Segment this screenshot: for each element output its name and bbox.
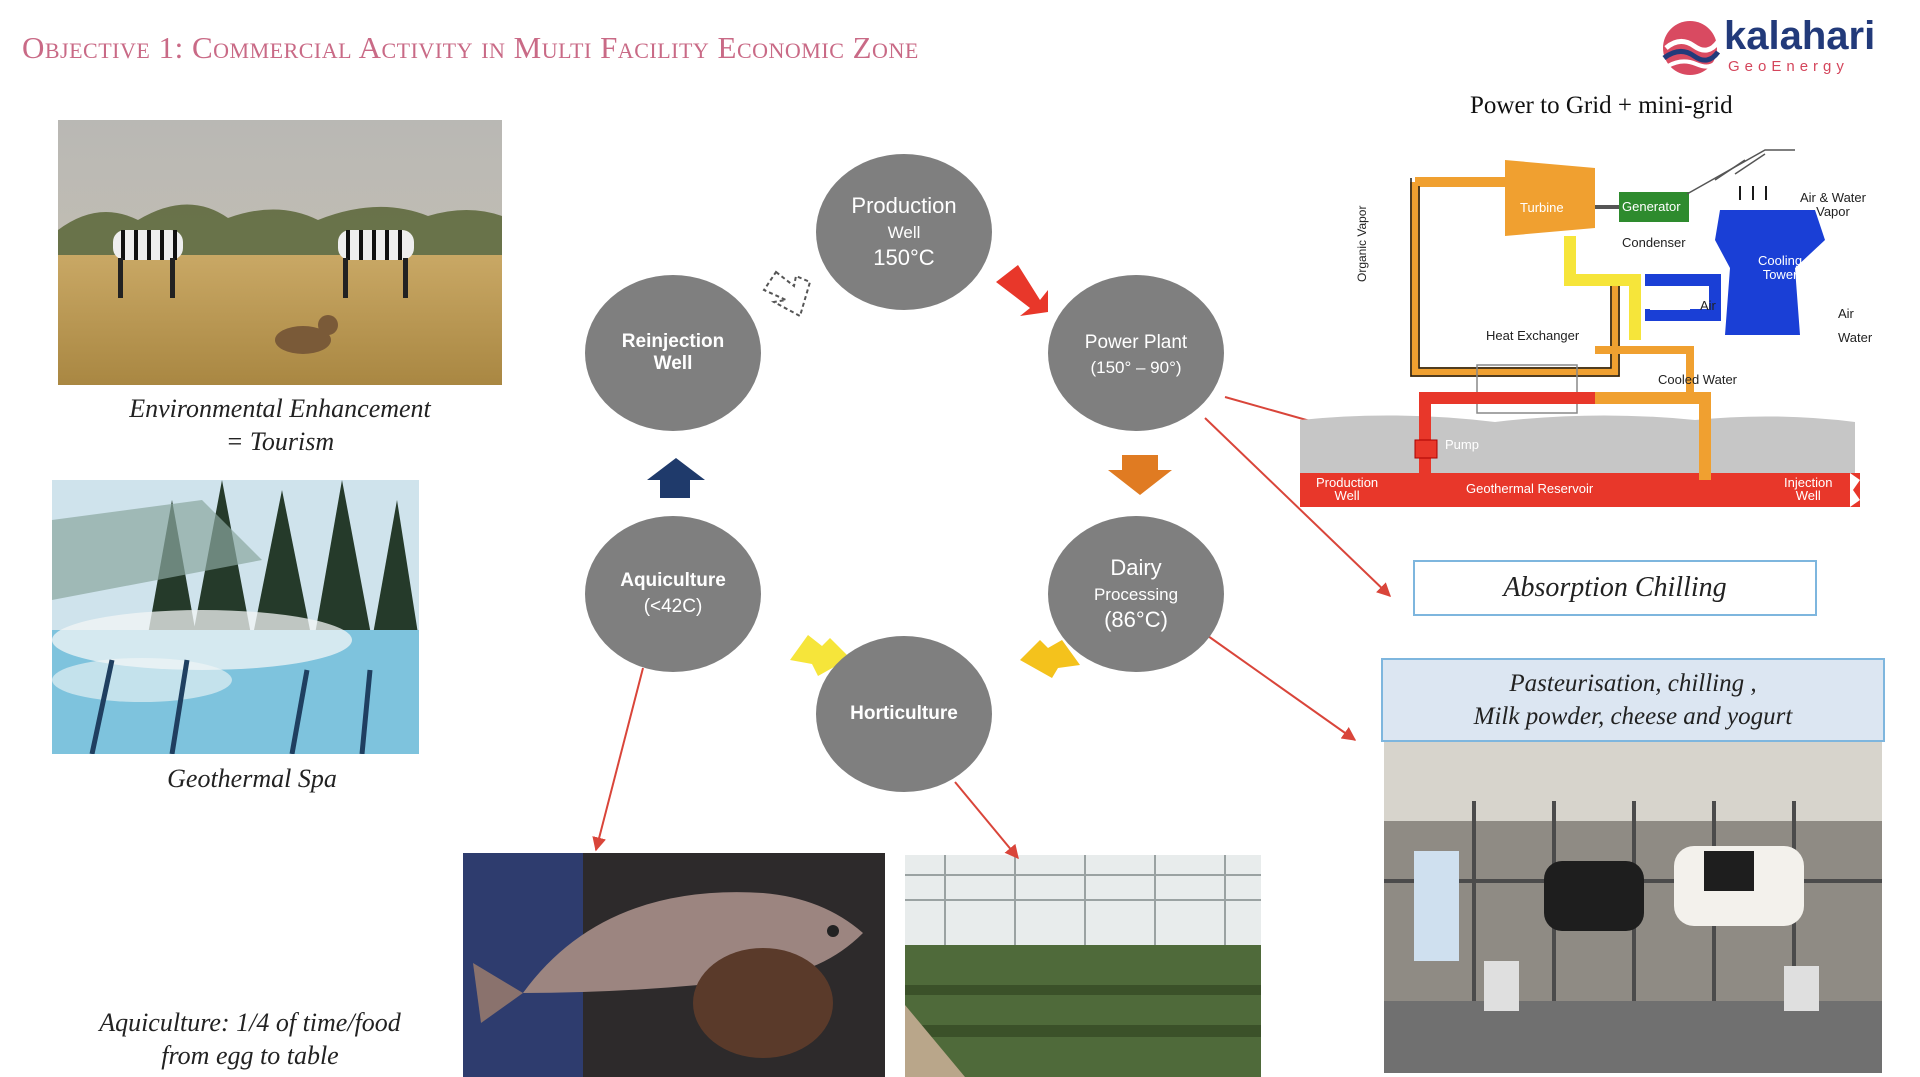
connector-fish <box>592 667 644 852</box>
node-production-well: Production Well 150°C <box>816 154 992 310</box>
label-pump: Pump <box>1445 437 1479 452</box>
logo-name: kalahari <box>1724 14 1876 58</box>
tourism-caption: Environmental Enhancement = Tourism <box>129 394 431 456</box>
connector-greenhouse <box>954 781 1019 860</box>
connector-dairy <box>1207 635 1357 741</box>
arrow-to-horticulture <box>1020 640 1080 678</box>
node-horticulture: Horticulture <box>816 636 992 792</box>
label-organic-vapor: Organic Vapor <box>1355 205 1369 282</box>
savanna-photo <box>58 120 502 385</box>
label-air-outer: Air <box>1838 306 1854 321</box>
aquiculture-caption: Aquiculture: 1/4 of time/food from egg t… <box>99 1008 401 1070</box>
node-dairy-processing: Dairy Processing (86°C) <box>1048 516 1224 672</box>
connector-absorption <box>1204 417 1392 597</box>
arrow-to-reinjection <box>647 458 705 498</box>
page-title: Objective 1: Commercial Activity in Mult… <box>22 30 919 65</box>
node-reinjection-well: Reinjection Well <box>585 275 761 431</box>
kalahari-logo: kalahari GeoEnergy <box>1660 14 1900 80</box>
label-cooled-water: Cooled Water <box>1658 372 1737 387</box>
label-generator: Generator <box>1622 199 1681 214</box>
label-condenser: Condenser <box>1622 235 1686 250</box>
arrow-to-dairy <box>1108 455 1172 495</box>
dairy-photo <box>1384 741 1882 1073</box>
label-heat-exchanger: Heat Exchanger <box>1486 328 1580 343</box>
node-power-plant: Power Plant (150° – 90°) <box>1048 275 1224 431</box>
absorption-chilling-box: Absorption Chilling <box>1413 560 1817 616</box>
spa-photo <box>52 480 419 754</box>
greenhouse-photo <box>905 855 1261 1077</box>
arrow-to-production <box>762 270 812 318</box>
power-diagram-title: Power to Grid + mini-grid <box>1470 92 1733 119</box>
dairy-products-box: Pasteurisation, chilling , Milk powder, … <box>1381 658 1885 742</box>
node-aquiculture: Aquiculture (<42C) <box>585 516 761 672</box>
arrow-to-power-plant <box>996 265 1048 316</box>
logo-sub: GeoEnergy <box>1728 58 1849 75</box>
label-air-inner: Air <box>1700 298 1716 313</box>
geothermal-power-diagram <box>1300 149 1860 507</box>
label-water: Water <box>1838 330 1873 345</box>
label-geothermal-reservoir: Geothermal Reservoir <box>1466 481 1594 496</box>
label-turbine: Turbine <box>1520 200 1564 215</box>
logo-mark-icon <box>1662 21 1720 75</box>
fish-photo <box>463 853 885 1077</box>
spa-caption: Geothermal Spa <box>167 764 337 793</box>
